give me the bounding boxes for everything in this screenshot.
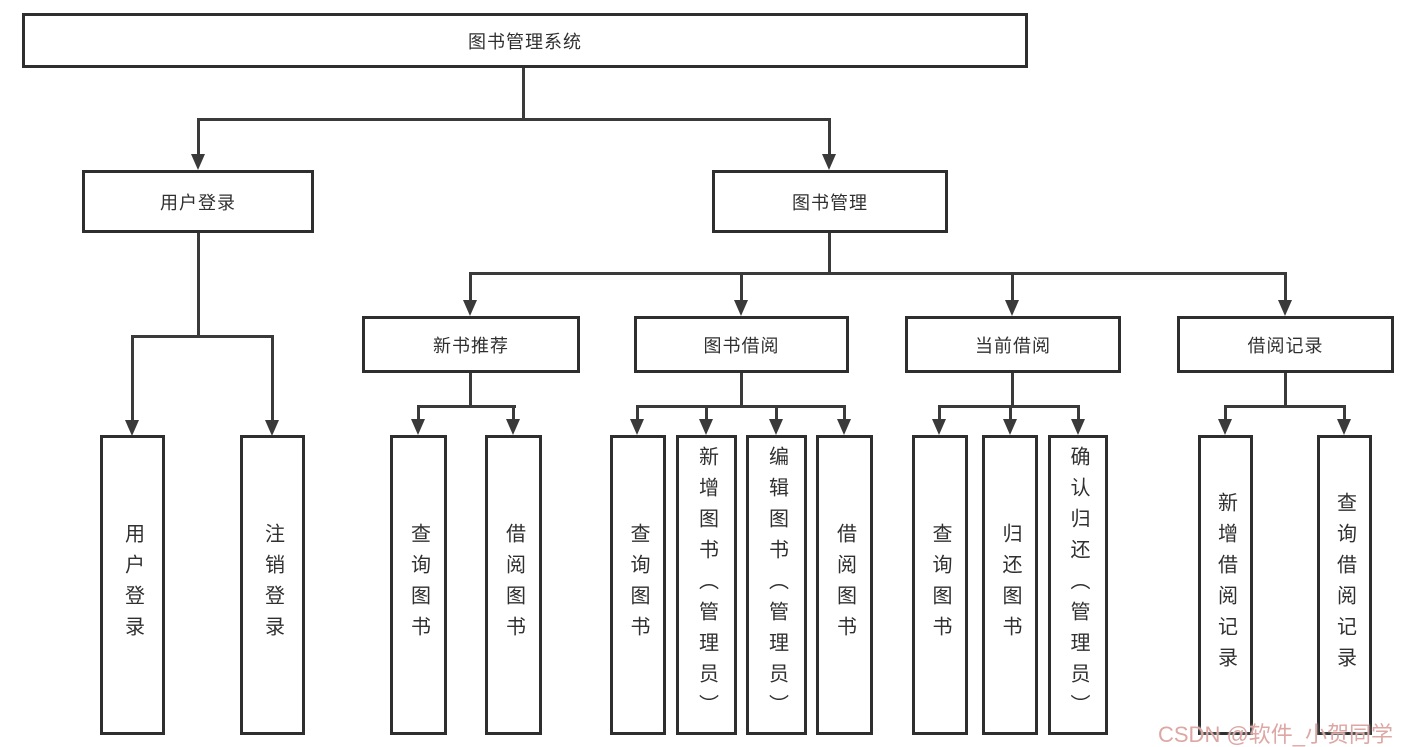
connector-drop: [271, 335, 274, 421]
leaf-label: 确认归还（管理员）: [1067, 445, 1089, 725]
leaf-label: 编辑图书（管理员）: [765, 445, 788, 725]
node-new-book-recommend: 新书推荐: [362, 316, 580, 373]
connector-userlogin-bus: [131, 335, 274, 338]
arrow-down-icon: [699, 419, 713, 435]
leaf-label: 查询借阅记录: [1333, 492, 1356, 678]
leaf-label: 用户登录: [121, 523, 144, 647]
connector-root-stem: [522, 68, 525, 118]
arrow-down-icon: [822, 154, 836, 170]
arrow-down-icon: [411, 419, 425, 435]
arrow-down-icon: [932, 419, 946, 435]
connector-drop: [740, 272, 743, 301]
leaf-add-borrow-record: 新增借阅记录: [1198, 435, 1253, 735]
leaf-label: 新增图书（管理员）: [695, 445, 718, 725]
connector-records-stem: [1284, 373, 1287, 407]
node-label: 图书管理系统: [468, 31, 582, 52]
leaf-label: 借阅图书: [833, 523, 856, 647]
connector-bookmgmt-stem: [828, 233, 831, 272]
connector-newbook-stem: [469, 373, 472, 407]
arrow-down-icon: [125, 420, 139, 436]
arrow-down-icon: [1337, 419, 1351, 435]
connector-bookmgmt-bus: [469, 272, 1287, 275]
arrow-down-icon: [1003, 419, 1017, 435]
node-label: 图书借阅: [703, 335, 780, 356]
connector-drop: [705, 405, 708, 419]
leaf-edit-books-admin: 编辑图书（管理员）: [746, 435, 807, 735]
connector-bookborrow-bus: [636, 405, 846, 408]
arrow-down-icon: [1218, 419, 1232, 435]
connector-drop: [469, 272, 472, 301]
connector-newbook-bus: [417, 405, 516, 408]
arrow-down-icon: [1278, 300, 1292, 316]
connector-bookborrow-stem: [740, 373, 743, 407]
node-borrow-records: 借阅记录: [1177, 316, 1394, 373]
connector-drop-book-mgmt: [828, 118, 831, 154]
connector-userlogin-stem: [197, 233, 200, 335]
arrow-down-icon: [734, 300, 748, 316]
arrow-down-icon: [506, 419, 520, 435]
leaf-label: 注销登录: [261, 523, 284, 647]
connector-drop: [1077, 405, 1080, 419]
arrow-down-icon: [769, 419, 783, 435]
arrow-down-icon: [1071, 419, 1085, 435]
connector-drop: [775, 405, 778, 419]
leaf-label: 查询图书: [929, 523, 951, 647]
connector-drop: [417, 405, 420, 419]
leaf-return-books: 归还图书: [982, 435, 1038, 735]
node-label: 图书管理: [792, 192, 868, 213]
leaf-borrow-books: 借阅图书: [816, 435, 873, 735]
leaf-query-books-current: 查询图书: [912, 435, 968, 735]
connector-drop: [636, 405, 639, 419]
connector-drop: [1343, 405, 1346, 419]
node-library-system: 图书管理系统: [22, 13, 1028, 68]
node-book-management: 图书管理: [712, 170, 948, 233]
connector-currentborrow-stem: [1011, 373, 1014, 407]
connector-drop: [843, 405, 846, 419]
leaf-label: 归还图书: [999, 523, 1021, 647]
arrow-down-icon: [1005, 300, 1019, 316]
leaf-label: 新增借阅记录: [1214, 492, 1237, 678]
connector-drop: [1284, 272, 1287, 301]
node-user-login: 用户登录: [82, 170, 314, 233]
arrow-down-icon: [265, 420, 279, 436]
connector-drop: [1224, 405, 1227, 419]
leaf-label: 借阅图书: [502, 523, 525, 647]
leaf-add-books-admin: 新增图书（管理员）: [676, 435, 737, 735]
connector-drop: [131, 335, 134, 421]
node-label: 新书推荐: [433, 335, 509, 356]
connector-drop: [512, 405, 515, 419]
leaf-logout: 注销登录: [240, 435, 305, 735]
connector-drop: [1009, 405, 1012, 419]
node-current-borrow: 当前借阅: [905, 316, 1121, 373]
leaf-query-borrow-record: 查询借阅记录: [1317, 435, 1372, 735]
leaf-confirm-return-admin: 确认归还（管理员）: [1048, 435, 1108, 735]
node-label: 当前借阅: [975, 335, 1051, 356]
connector-drop: [1011, 272, 1014, 301]
csdn-watermark: CSDN @软件_小贺同学: [1158, 722, 1394, 747]
arrow-down-icon: [630, 419, 644, 435]
leaf-user-login: 用户登录: [100, 435, 165, 735]
leaf-label: 查询图书: [407, 523, 430, 647]
arrow-down-icon: [191, 154, 205, 170]
node-book-borrow: 图书借阅: [634, 316, 849, 373]
arrow-down-icon: [837, 419, 851, 435]
arrow-down-icon: [463, 300, 477, 316]
connector-drop: [938, 405, 941, 419]
leaf-label: 查询图书: [627, 523, 649, 647]
node-label: 用户登录: [160, 192, 236, 213]
connector-records-bus: [1224, 405, 1346, 408]
connector-root-bus: [197, 118, 831, 121]
node-label: 借阅记录: [1247, 335, 1324, 356]
connector-drop-user-login: [197, 118, 200, 154]
leaf-query-books-borrow: 查询图书: [610, 435, 666, 735]
leaf-query-books-recommend: 查询图书: [390, 435, 447, 735]
leaf-borrow-books-recommend: 借阅图书: [485, 435, 542, 735]
